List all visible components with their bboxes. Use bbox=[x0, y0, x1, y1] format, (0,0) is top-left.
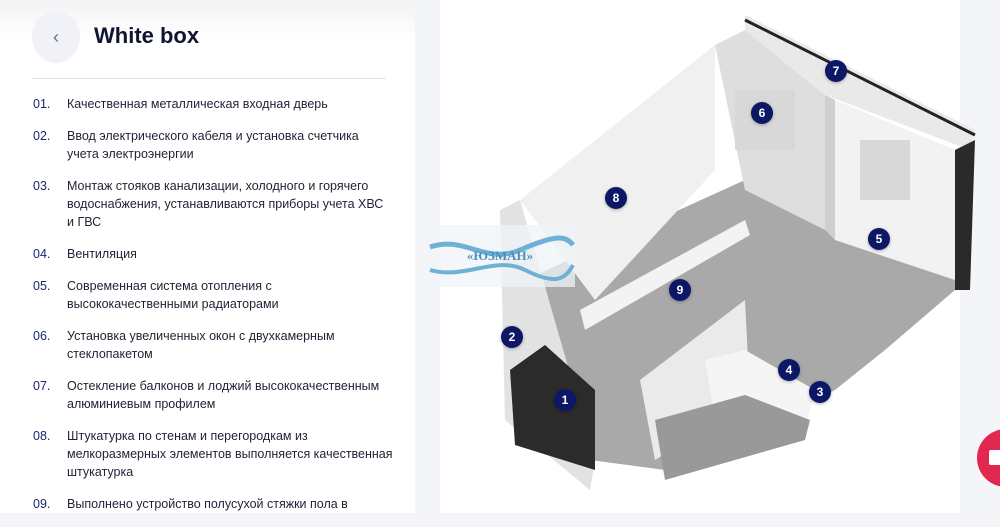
list-item: 01. Качественная металлическая входная дв… bbox=[33, 95, 393, 113]
envelope-icon bbox=[989, 450, 1000, 465]
watermark-text: «ЮЗМАН» bbox=[466, 248, 534, 263]
back-button[interactable]: ‹ bbox=[32, 11, 80, 63]
item-number: 06. bbox=[33, 329, 51, 343]
item-number: 05. bbox=[33, 279, 51, 293]
item-number: 08. bbox=[33, 429, 51, 443]
item-number: 04. bbox=[33, 247, 51, 261]
list-item: 03. Монтаж стояков канализации, холодного… bbox=[33, 177, 393, 231]
item-number: 07. bbox=[33, 379, 51, 393]
item-number: 09. bbox=[33, 497, 51, 511]
item-text: Современная система отопления с высокока… bbox=[67, 279, 279, 311]
feature-list: 01. Качественная металлическая входная дв… bbox=[33, 95, 393, 527]
floor-plan: 1 2 3 4 5 6 7 8 9 bbox=[415, 0, 1000, 513]
list-item: 06. Установка увеличенных окон с двухкаме… bbox=[33, 327, 393, 363]
item-text: Монтаж стояков канализации, холодного и … bbox=[67, 179, 384, 229]
item-text: Штукатурка по стенам и перегородкам из м… bbox=[67, 429, 393, 479]
marker-1[interactable]: 1 bbox=[554, 389, 576, 411]
marker-7[interactable]: 7 bbox=[825, 60, 847, 82]
item-text: Установка увеличенных окон с двухкамерны… bbox=[67, 329, 335, 361]
entry-door bbox=[510, 345, 595, 470]
list-item: 09. Выполнено устройство полусухой стяжки… bbox=[33, 495, 393, 513]
item-text: Остекление балконов и лоджий высококачес… bbox=[67, 379, 380, 411]
item-number: 03. bbox=[33, 179, 51, 193]
divider bbox=[32, 78, 386, 79]
page-title: White box bbox=[94, 23, 200, 48]
marker-8[interactable]: 8 bbox=[605, 187, 627, 209]
marker-2[interactable]: 2 bbox=[501, 326, 523, 348]
list-item: 05. Современная система отопления с высок… bbox=[33, 277, 393, 313]
marker-9[interactable]: 9 bbox=[669, 279, 691, 301]
list-item: 08. Штукатурка по стенам и перегородкам и… bbox=[33, 427, 393, 481]
marker-6[interactable]: 6 bbox=[751, 102, 773, 124]
list-item: 07. Остекление балконов и лоджий высокока… bbox=[33, 377, 393, 413]
marker-4[interactable]: 4 bbox=[778, 359, 800, 381]
floor-plan-illustration bbox=[440, 0, 976, 513]
marker-5[interactable]: 5 bbox=[868, 228, 890, 250]
list-item: 02. Ввод электрического кабеля и установк… bbox=[33, 127, 393, 163]
chevron-left-icon: ‹ bbox=[53, 26, 59, 47]
contact-mail-button[interactable] bbox=[977, 429, 1000, 487]
item-number: 02. bbox=[33, 129, 51, 143]
item-number: 01. bbox=[33, 97, 51, 111]
list-item: 04. Вентиляция bbox=[33, 245, 393, 263]
item-text: Ввод электрического кабеля и установка с… bbox=[67, 129, 359, 161]
item-text: Вентиляция bbox=[67, 247, 137, 261]
marker-3[interactable]: 3 bbox=[809, 381, 831, 403]
feature-panel: ‹ White box 01. Качественная металлическа… bbox=[0, 0, 415, 513]
item-text: Выполнено устройство полусухой стяжки по… bbox=[67, 497, 348, 511]
item-text: Качественная металлическая входная дверь bbox=[67, 97, 328, 111]
watermark-logo: «ЮЗМАН» bbox=[425, 225, 575, 287]
wave-graphic bbox=[429, 235, 575, 281]
